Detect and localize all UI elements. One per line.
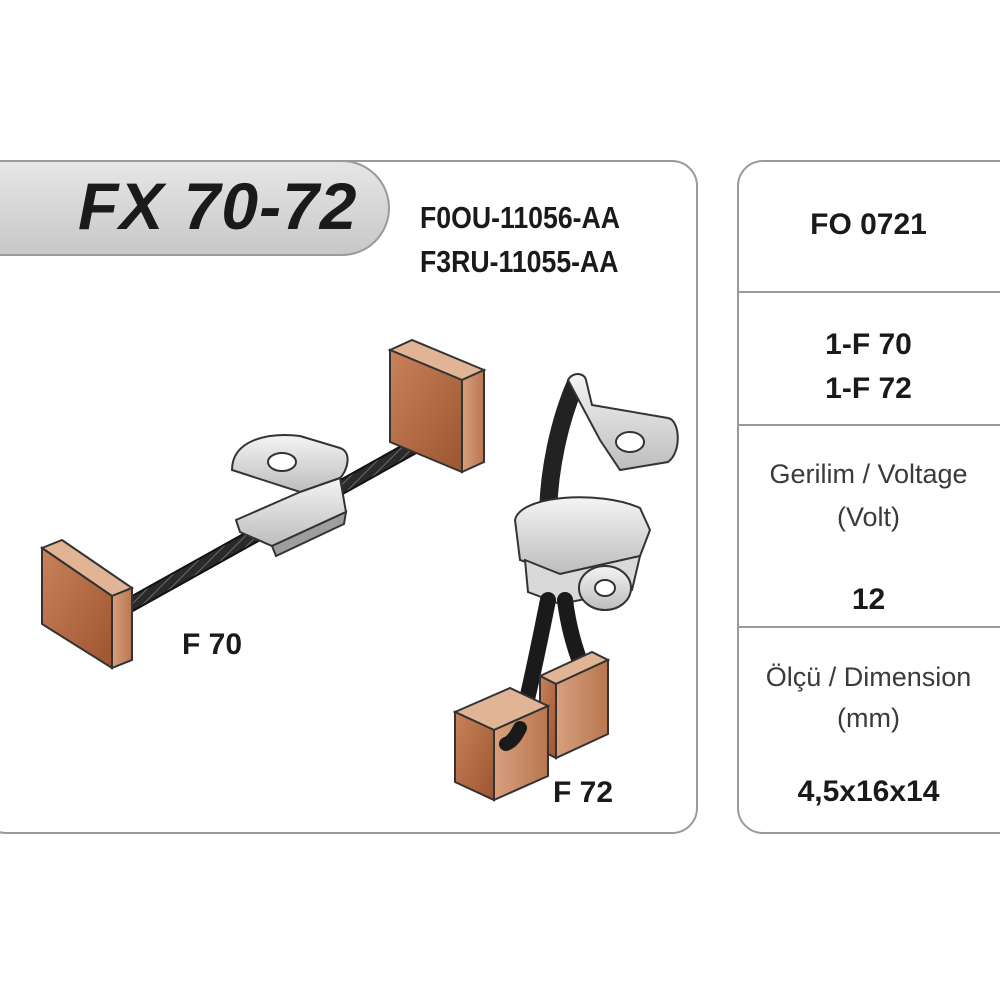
f72-brush-front xyxy=(452,686,551,802)
part-number-2: F3RU-11055-AA xyxy=(420,244,619,279)
figure-label-f70: F 70 xyxy=(182,628,243,661)
part-numbers: F0OU-11056-AA F3RU-11055-AA xyxy=(420,196,690,284)
spec-dimension-value: 4,5x16x14 xyxy=(797,775,940,808)
f70-brush-right xyxy=(387,338,487,474)
spec-divider-1 xyxy=(737,291,1000,293)
spec-divider-3 xyxy=(737,626,1000,628)
f72-assembly xyxy=(452,373,679,802)
f72-brush-holder xyxy=(513,496,652,611)
f70-terminal-clamp xyxy=(230,434,349,558)
spec-voltage-value: 12 xyxy=(851,583,886,616)
spec-model-2: 1-F 72 xyxy=(825,372,912,405)
spec-models: 1-F 70 1-F 72 xyxy=(737,323,1000,411)
spec-voltage-label: Gerilim / Voltage xyxy=(769,459,968,489)
spec-voltage-unit: (Volt) xyxy=(836,502,901,532)
f72-brush-rear xyxy=(537,650,611,760)
spec-code: FO 0721 xyxy=(810,208,927,241)
part-number-1: F0OU-11056-AA xyxy=(420,200,621,235)
figure-label-f72: F 72 xyxy=(553,776,614,809)
f72-terminal-lug xyxy=(566,373,679,472)
model-title: FX 70-72 xyxy=(78,169,358,243)
spec-divider-2 xyxy=(737,424,1000,426)
f70-assembly xyxy=(39,338,487,670)
title-band xyxy=(0,160,390,256)
f70-brush-left xyxy=(39,538,135,670)
spec-dimension-label: Ölçü / Dimension xyxy=(765,662,972,692)
spec-dimension-unit: (mm) xyxy=(837,703,900,733)
spec-model-1: 1-F 70 xyxy=(825,328,912,361)
spec-panel xyxy=(737,160,1000,834)
